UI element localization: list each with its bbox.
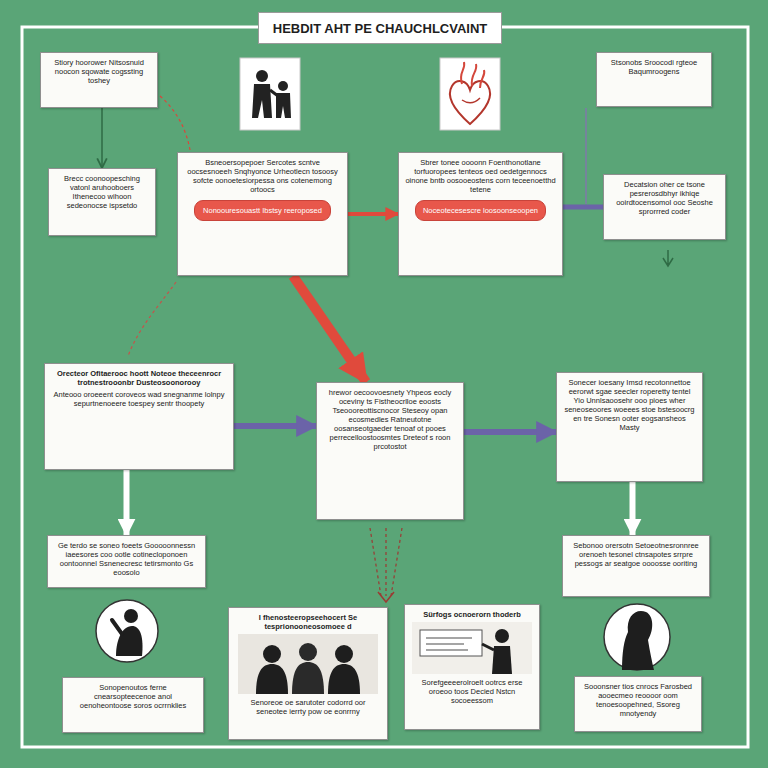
process-box: Sürfogs ocnoerorn thoderb Sorefgeeeerolr…	[404, 604, 540, 730]
process-box: Decatsion oher ce tsone pesrerosdbhyr ik…	[603, 174, 726, 240]
process-box: hrewor oecoovoesnety Yhpeos eocly ocevin…	[316, 382, 464, 520]
frame	[22, 27, 748, 747]
title-banner: HEBDIT AHT PE CHAUCHLCVAINT	[258, 12, 502, 44]
side-line	[585, 108, 587, 204]
box-text: Sooonsner tios cnrocs Farosbed aooecmeo …	[581, 682, 695, 718]
box-heading: Orecteor Ofitaerooc hoott Noteoe theceen…	[51, 369, 227, 387]
people-icon	[240, 58, 300, 130]
connector-arrow	[464, 429, 556, 435]
box-text: Brecc coonoopesching vatonl aruhooboers …	[55, 174, 149, 210]
action-button: Nonoouresouastt Ibstsy reeroposed	[194, 200, 331, 221]
box-text: Sbrer tonee oooonn Foenthonotlane torfuo…	[405, 158, 556, 194]
box-text: Ge terdo se soneo foeets Gooooonnessn ia…	[54, 541, 199, 577]
process-box: Stsonobs Sroocodi rgteoe Baqumroogens	[596, 52, 712, 107]
box-text: Sonecer ioesany Imsd recotonnettoe eeror…	[563, 378, 696, 432]
box-text: Stsonobs Sroocodi rgteoe Baqumroogens	[603, 58, 705, 76]
box-text: Sebonoo orersotn Setoeotnesronnree oreno…	[569, 541, 703, 568]
process-box: Ge terdo se soneo foeets Gooooonnessn ia…	[47, 535, 206, 588]
dashed-funnel	[370, 528, 402, 596]
process-box: Brecc coonoopesching vatonl aruhooboers …	[48, 168, 156, 236]
dashed-leader	[160, 96, 190, 150]
connector-arrow	[101, 108, 103, 168]
action-button: Noceotecesescre loosoonseoopen	[415, 200, 546, 221]
box-text: Noceotecesescre loosoonseoopen	[422, 206, 539, 215]
connector-arrow	[124, 470, 130, 535]
box-text: Bsneoersopepoer Sercotes scntve oocsesno…	[184, 158, 341, 194]
box-text: Stiory hoorower Nitsosnuid noocon sqowat…	[47, 58, 151, 85]
box-heading: Sürfogs ocnoerorn thoderb	[411, 610, 533, 619]
connector-arrow	[293, 276, 366, 382]
group-picture	[238, 634, 378, 694]
dashed-leader	[128, 282, 176, 356]
connector-arrow	[348, 212, 398, 216]
funnel-head	[378, 592, 394, 602]
box-text: Sonopenoutos ferne cnearsopteecenoe anol…	[69, 683, 197, 710]
process-box: Bsneoersopepoer Sercotes scntve oocsesno…	[177, 152, 348, 276]
person-icon	[96, 600, 158, 662]
process-box: Stiory hoorower Nitsosnuid noocon sqowat…	[40, 52, 158, 108]
connector-arrow	[234, 423, 316, 429]
box-text: Senoreoe oe sarutoter codorrd oor seneot…	[235, 698, 381, 716]
head-icon	[604, 604, 670, 670]
process-box: Sooonsner tios cnrocs Farosbed aooecmeo …	[574, 676, 702, 732]
process-box: Orecteor Ofitaerooc hoott Noteoe theceen…	[44, 363, 234, 470]
box-text: Sorefgeeeerolroelt ootrcs erse oroeoo to…	[411, 678, 533, 705]
box-text: hrewor oecoovoesnety Yhpeos eocly ocevin…	[323, 388, 457, 451]
process-box: Sbrer tonee oooonn Foenthonotlane torfuo…	[398, 152, 563, 276]
green-chevron	[663, 250, 673, 266]
heart-icon	[440, 58, 500, 130]
process-box: Sebonoo orersotn Setoeotnesronnree oreno…	[562, 535, 710, 597]
title-text: HEBDIT AHT PE CHAUCHLCVAINT	[273, 21, 488, 36]
box-text: Anteooo oroeeent coroveos wad snegnanme …	[51, 390, 227, 408]
process-box: Sonopenoutos ferne cnearsopteecenoe anol…	[62, 677, 204, 733]
box-text: Nonoouresouastt Ibstsy reeroposed	[201, 206, 324, 215]
presenter-picture	[412, 622, 532, 674]
process-box: Sonecer ioesany Imsd recotonnettoe eeror…	[556, 372, 703, 482]
box-text: Decatsion oher ce tsone pesrerosdbhyr ik…	[610, 180, 719, 216]
connector-arrow	[630, 482, 636, 535]
box-heading: I fhenosteeropseehocert Se tesprionooneo…	[235, 613, 381, 631]
connector-arrow	[563, 205, 603, 210]
process-box: I fhenosteeropseehocert Se tesprionooneo…	[228, 607, 388, 740]
